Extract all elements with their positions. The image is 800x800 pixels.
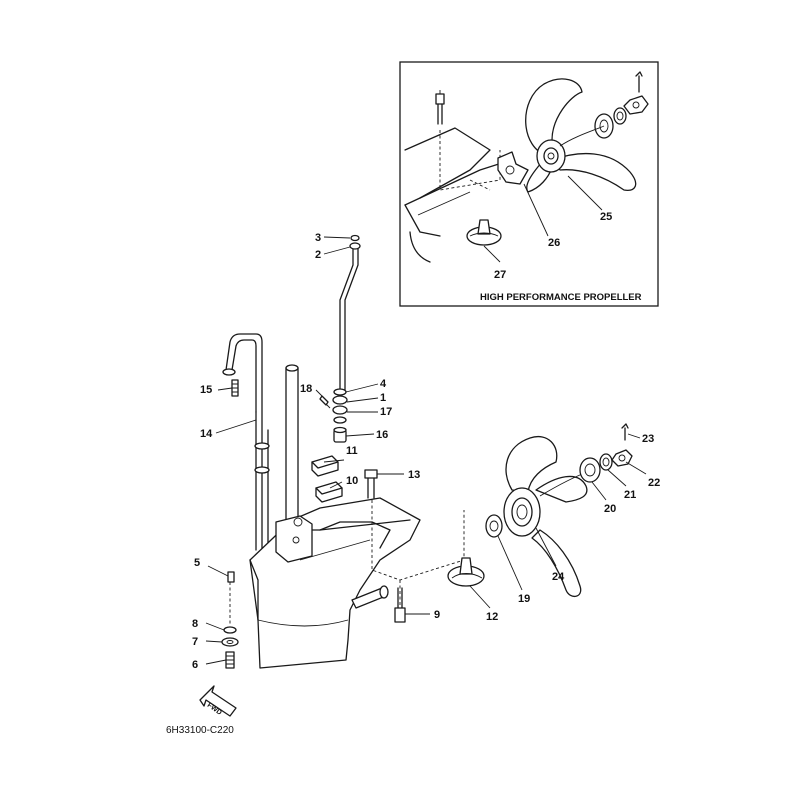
callout-15: 15 <box>200 384 212 396</box>
anode-12 <box>447 557 485 587</box>
inset-propeller-nut <box>623 95 649 115</box>
callout-5: 5 <box>194 557 200 569</box>
washer-8 <box>223 626 237 634</box>
callout-7: 7 <box>192 636 198 648</box>
inset-propeller <box>525 78 637 193</box>
callout-26: 26 <box>548 237 560 249</box>
callout-10: 10 <box>346 475 358 487</box>
fwd-arrow: FWD <box>199 685 237 717</box>
grommet-15 <box>231 379 239 397</box>
inset-bolt <box>435 90 445 125</box>
inset-thrust-washer <box>497 151 529 185</box>
inset-title: HIGH PERFORMANCE PROPELLER <box>480 292 642 303</box>
inset-cotter-pin <box>635 71 643 93</box>
bolt-13 <box>364 469 378 499</box>
callout-23: 23 <box>642 433 654 445</box>
grommet-stack <box>332 388 348 424</box>
callout-25: 25 <box>600 211 612 223</box>
callout-21: 21 <box>624 489 636 501</box>
bolt-6 <box>225 651 235 669</box>
shift-rod <box>339 234 361 391</box>
screw-18 <box>319 395 331 409</box>
plate-11 <box>311 455 339 477</box>
drive-shaft <box>285 364 299 521</box>
lower-case <box>249 497 421 669</box>
callout-20: 20 <box>604 503 616 515</box>
drawing-code: 6H33100-C220 <box>166 725 234 736</box>
callout-12: 12 <box>486 611 498 623</box>
spacer-20 <box>579 457 601 483</box>
inset-lower-case <box>404 127 506 263</box>
callout-22: 22 <box>648 477 660 489</box>
callout-19: 19 <box>518 593 530 605</box>
washer-7 <box>221 637 239 647</box>
plate-10 <box>315 481 343 503</box>
callout-17: 17 <box>380 406 392 418</box>
washer-21 <box>599 453 613 471</box>
callout-9: 9 <box>434 609 440 621</box>
callout-11: 11 <box>346 445 358 457</box>
water-tube <box>222 333 270 551</box>
spacer-19 <box>485 514 503 538</box>
nut-22 <box>611 449 633 467</box>
bushing-16 <box>333 426 347 443</box>
callout-27: 27 <box>494 269 506 281</box>
propeller-24 <box>503 436 593 597</box>
callout-14: 14 <box>200 428 213 440</box>
inset-anode <box>466 219 502 246</box>
callout-24: 24 <box>552 571 565 583</box>
callout-13: 13 <box>408 469 420 481</box>
callout-6: 6 <box>192 659 198 671</box>
cotter-pin-23 <box>621 423 629 441</box>
callout-18: 18 <box>300 383 312 395</box>
callout-4: 4 <box>380 378 387 390</box>
callout-3: 3 <box>315 232 321 244</box>
leader-lines <box>205 236 647 665</box>
callout-8: 8 <box>192 618 198 630</box>
inset-washer <box>613 107 627 125</box>
callout-1: 1 <box>380 392 386 404</box>
callout-16: 16 <box>376 429 388 441</box>
inset-panel: 25 26 27 HIGH PERFORMANCE PROPELLER <box>399 61 659 307</box>
bolt-9 <box>394 587 406 623</box>
grommet-5 <box>227 571 235 583</box>
callout-2: 2 <box>315 249 321 261</box>
